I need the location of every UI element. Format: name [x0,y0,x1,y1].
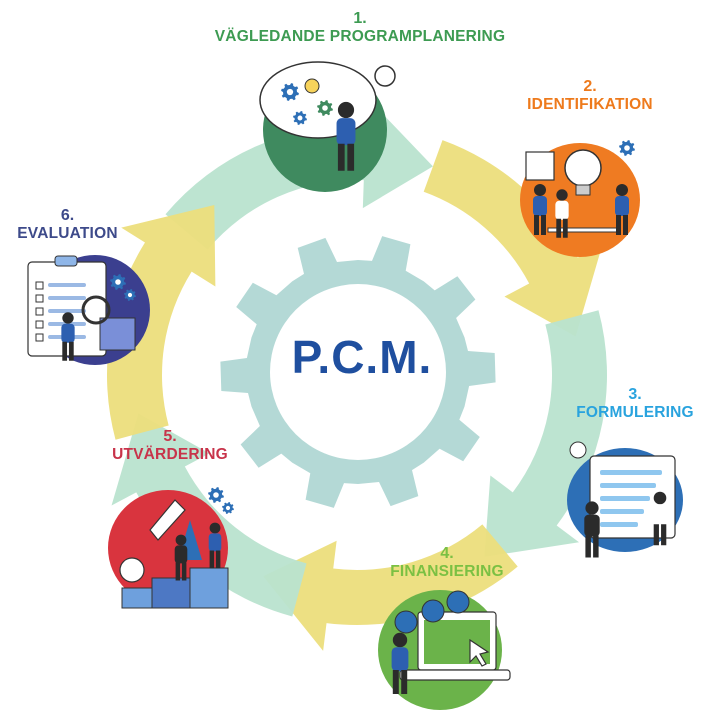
funding-laptop-icon [378,590,511,710]
person-figure-icon [533,184,547,235]
gear-icon [124,289,136,301]
checklist-magnifier-icon [27,255,150,365]
magnifier-icon [81,295,111,325]
step-name: FORMULERING [576,404,694,422]
gear-icon [110,274,126,290]
person-figure-icon [336,101,356,171]
gear-icon [208,487,224,503]
cycle-arrow-6 [106,204,216,440]
step-name: EVALUATION [17,225,118,243]
person-figure-icon [391,632,409,694]
cycle-arrow-3 [484,310,607,557]
gear-icon [293,111,307,125]
gear-icon [317,100,333,116]
step-illustrations [27,61,683,710]
person-figure-icon [555,189,569,238]
person-figure-icon [615,184,629,235]
gear-icon [281,83,299,101]
team-building-plan-icon [567,441,683,558]
gear-icon [619,140,635,156]
step-name: VÄGLEDANDE PROGRAMPLANERING [214,28,506,46]
gear-icon [222,502,234,514]
gear-hole [270,284,446,460]
center-gear [220,236,496,508]
step-number: 4. [440,545,454,562]
step-number: 2. [583,78,597,95]
person-figure-icon [174,534,188,581]
step-name: UTVÄRDERING [112,446,228,464]
step-label-2: 2. IDENTIFIKATION [500,78,680,114]
step-name: FINANSIERING [390,563,504,581]
step-label-4: 4. FINANSIERING [372,545,522,581]
step-number: 5. [163,428,177,445]
step-number: 6. [60,207,75,224]
person-figure-icon [652,491,668,546]
coin-icon [394,610,418,634]
step-number: 1. [353,10,367,27]
person-figure-icon [584,501,600,558]
step-number: 3. [628,386,642,403]
center-title: P.C.M. [291,331,433,383]
growth-rocket-icon [108,487,234,609]
step-label-6: 6. EVALUATION [0,207,135,243]
person-figure-icon [61,312,75,361]
team-idea-lightbulb-icon [520,140,640,257]
cycle-arrow-2 [423,140,603,337]
step-label-3: 3. FORMULERING [560,386,710,422]
cursor-icon [469,638,490,667]
coin-icon [421,599,445,623]
step-label-5: 5. UTVÄRDERING [95,428,245,464]
cycle-arrow-4 [263,524,518,651]
step-label-1: 1. VÄGLEDANDE PROGRAMPLANERING [150,10,570,46]
coin-icon [446,590,470,614]
step-name: IDENTIFIKATION [527,96,653,114]
thinking-person-icon [259,61,396,192]
rocket-icon [149,499,186,541]
person-figure-icon [208,522,222,569]
